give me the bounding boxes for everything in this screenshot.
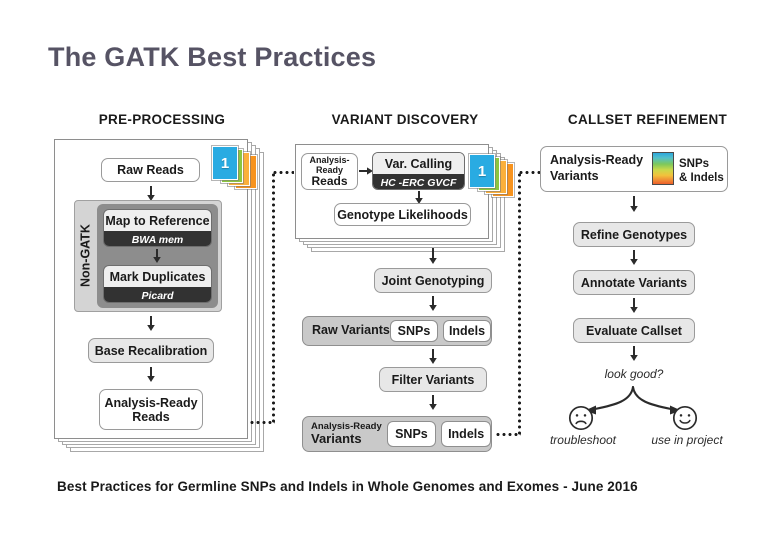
decision-label-look-good: look good? [604,367,664,381]
analysis-ready-variants-label-big: Variants [311,431,362,447]
analysis-ready-variants-right-line2: Variants [550,169,599,183]
box-genotype-likelihoods: Genotype Likelihoods [334,203,471,226]
analysis-ready-reads-line2: Reads [132,409,170,424]
tool-map-to-reference-subtitle: BWA mem [104,231,211,246]
tool-map-to-reference: Map to Reference BWA mem [103,209,212,247]
box-raw-reads: Raw Reads [101,158,200,182]
arrow-likelihoods-to-joint [427,248,439,264]
label-use-in-project: use in project [651,433,723,447]
raw-variants-snps-pill: SNPs [390,320,438,342]
box-joint-genotyping: Joint Genotyping [374,268,492,293]
raw-variants-indels-pill: Indels [443,320,491,342]
sample-tab-cyan-left: 1 [212,146,238,180]
tool-map-to-reference-name: Map to Reference [104,210,211,231]
raw-variants-label: Raw Variants [312,323,390,338]
decision-branch-arrows [563,385,703,430]
analysis-ready-variants-snps-pill: SNPs [386,421,437,447]
arrow-refine-to-annotate [628,250,640,265]
arrow-nongatk-to-bqsr [145,316,157,331]
connector-left-top-horizontal [272,171,294,174]
arrow-bqsr-to-analysis-ready [145,367,157,382]
analysis-ready-variants-label-small: Analysis-Ready [311,421,382,433]
snp-indel-gradient-swatch [652,152,674,185]
analysis-ready-reads-middle-line2: Reads [311,173,348,188]
arrow-joint-to-rawvariants [427,296,439,311]
swatch-label-line1: SNPs [679,158,710,170]
arrow-varcalling-to-likelihoods [413,191,425,204]
analysis-ready-reads-line1: Analysis-Ready [104,395,198,410]
arrow-evaluate-to-decision [628,346,640,361]
box-annotate-variants: Annotate Variants [573,270,695,295]
analysis-ready-variants-label: Analysis-Ready Variants [311,422,387,446]
tool-mark-duplicates-subtitle: Picard [104,287,211,302]
non-gatk-label: Non-GATK [78,224,93,288]
snp-indel-swatch-label: SNPs & Indels [679,157,724,185]
connector-left-vertical [272,172,275,423]
box-analysis-ready-reads-middle: Analysis-Ready Reads [301,153,358,190]
connector-middle-top-horizontal [518,171,540,174]
tool-var-calling-name: Var. Calling [373,153,464,174]
column-header-callset-refinement: CALLSET REFINEMENT [567,112,728,127]
tool-var-calling-subtitle: HC -ERC GVCF [373,174,464,189]
sad-face-icon [568,405,594,436]
analysis-ready-reads-middle-line1: Analysis-Ready [309,154,350,175]
connector-left-bottom-horizontal [249,421,275,424]
box-analysis-ready-variants-middle: Analysis-Ready Variants SNPs Indels [302,416,492,452]
analysis-ready-variants-right-text: Analysis-Ready Variants [550,153,643,184]
box-refine-genotypes: Refine Genotypes [573,222,695,247]
column-header-variant-discovery: VARIANT DISCOVERY [331,112,479,127]
tool-mark-duplicates-name: Mark Duplicates [104,266,211,287]
arrow-reads-to-varcalling [359,165,373,177]
connector-middle-vertical [518,172,521,435]
arrow-variants-to-refine [628,196,640,212]
smiley-face-icon [672,405,698,436]
arrow-raw-reads-to-map [145,186,157,201]
figure-caption: Best Practices for Germline SNPs and Ind… [57,479,638,494]
box-base-recalibration: Base Recalibration [88,338,214,363]
swatch-label-line2: & Indels [679,172,724,185]
column-header-pre-processing: PRE-PROCESSING [98,112,226,127]
box-analysis-ready-reads-left: Analysis-Ready Reads [99,389,203,430]
tool-mark-duplicates: Mark Duplicates Picard [103,265,212,303]
tool-var-calling: Var. Calling HC -ERC GVCF [372,152,465,190]
arrow-rawvariants-to-filter [427,349,439,364]
connector-middle-bottom-horizontal [495,433,521,436]
arrow-filter-to-analysis-ready-variants [427,395,439,410]
box-analysis-ready-variants-right: Analysis-Ready Variants [540,146,728,192]
analysis-ready-variants-right-line1: Analysis-Ready [550,153,644,168]
label-troubleshoot: troubleshoot [549,433,617,447]
box-raw-variants: Raw Variants SNPs Indels [302,316,492,346]
box-filter-variants: Filter Variants [379,367,487,392]
arrow-annotate-to-evaluate [628,298,640,313]
sample-tab-cyan-middle: 1 [469,154,495,188]
arrow-map-to-markdup [151,249,163,263]
box-evaluate-callset: Evaluate Callset [573,318,695,343]
page-title: The GATK Best Practices [48,42,377,72]
analysis-ready-variants-indels-pill: Indels [441,421,491,447]
